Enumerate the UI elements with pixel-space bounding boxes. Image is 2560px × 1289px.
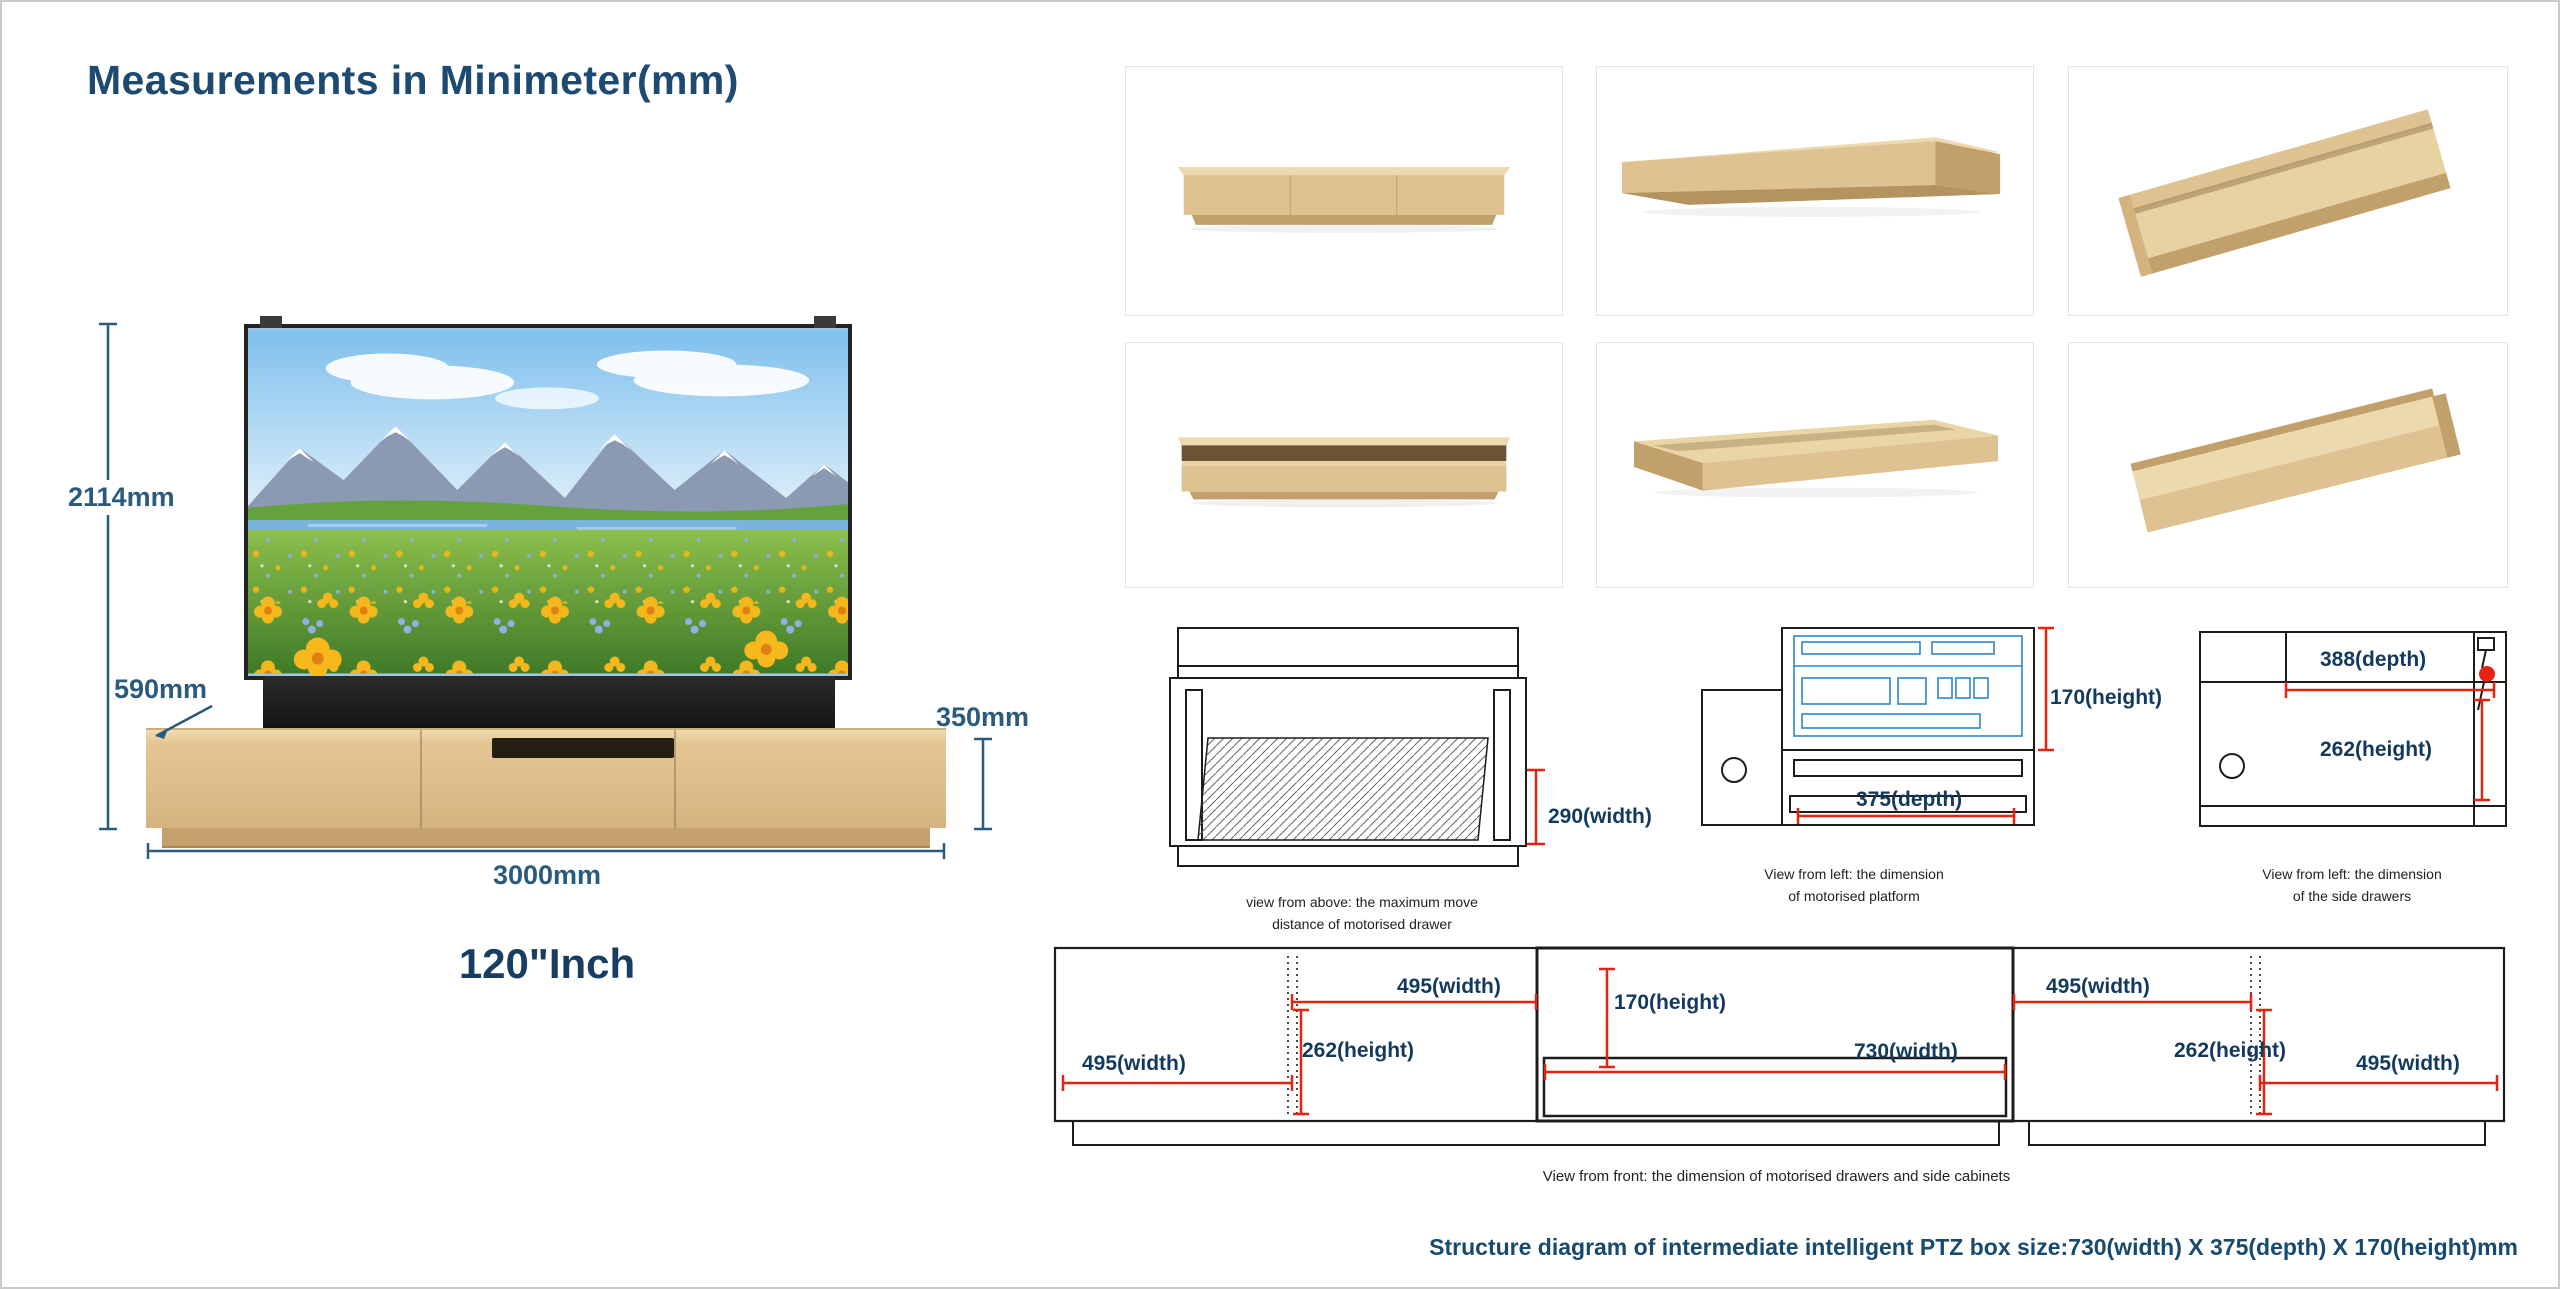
gallery-cell-4 xyxy=(1125,342,1563,588)
dim-side-drawer-height: 262(height) xyxy=(2320,738,2433,761)
drawing-platform-view xyxy=(1701,626,2054,826)
screen-bracket-left-icon xyxy=(260,316,282,328)
cabinet-rear-angled-view xyxy=(2130,388,2461,533)
cabinet-top-angled-view xyxy=(2118,109,2451,277)
gallery-cell-1 xyxy=(1125,66,1563,316)
screen-size-label: 120"Inch xyxy=(458,940,636,987)
screen-bracket-right-icon xyxy=(814,316,836,328)
projector-screen xyxy=(244,316,852,680)
drawing-front-view xyxy=(1053,946,2506,1146)
dim-base-depth: 590mm xyxy=(114,674,208,704)
cabinet-seam xyxy=(674,730,676,828)
drawing-top-view xyxy=(1169,627,1545,867)
screen-lift-slot xyxy=(492,738,674,758)
cabinet-front-view xyxy=(1177,167,1511,233)
dim-platform-depth: 375(depth) xyxy=(1856,788,1963,811)
cabinet-right-perspective xyxy=(1621,137,2001,217)
gallery-cell-2 xyxy=(1596,66,2034,316)
dim-side-drawer-depth: 388(depth) xyxy=(2320,648,2427,671)
dim-ptz-height: 170(height) xyxy=(1614,991,1727,1014)
dim-cabinet-height: 350mm xyxy=(936,702,1030,732)
dimension-lines xyxy=(99,322,992,859)
cabinet-seam xyxy=(420,730,422,828)
gallery-cell-3 xyxy=(2068,66,2508,316)
dim-left-cabinet-width: 495(width) xyxy=(1082,1052,1186,1075)
dim-ptz-width: 730(width) xyxy=(1854,1040,1958,1063)
dim-drawer-travel-width: 290(width) xyxy=(1548,805,1652,828)
gallery-cell-5 xyxy=(1596,342,2034,588)
screen-housing xyxy=(263,676,835,732)
dim-cabinet-width: 3000mm xyxy=(492,860,602,890)
landscape-image xyxy=(248,330,848,678)
dim-left-drawer-width: 495(width) xyxy=(1397,975,1501,998)
platform-view-caption: View from left: the dimension of motoris… xyxy=(1764,866,1944,904)
side-view-caption: View from left: the dimension of the sid… xyxy=(2262,866,2442,904)
front-view-caption: View from front: the dimension of motori… xyxy=(1542,1168,2011,1185)
cabinet-open-shelf-front xyxy=(1177,437,1511,508)
gallery-cell-6 xyxy=(2068,342,2508,588)
dim-right-drawer-width: 495(width) xyxy=(2046,975,2150,998)
top-view-caption: view from above: the maximum move distan… xyxy=(1246,894,1478,932)
tv-cabinet xyxy=(146,728,946,828)
structure-note: Structure diagram of intermediate intell… xyxy=(1429,1234,2518,1260)
cabinet-left-perspective xyxy=(1633,419,1998,498)
dim-right-height: 262(height) xyxy=(2174,1039,2287,1062)
drawing-side-drawers xyxy=(2199,631,2507,827)
dim-left-height: 262(height) xyxy=(1302,1039,1415,1062)
dim-right-cabinet-width: 495(width) xyxy=(2356,1052,2460,1075)
page-title: Measurements in Minimeter(mm) xyxy=(87,57,739,103)
dim-screen-height: 2114mm xyxy=(62,480,181,515)
cabinet-plinth xyxy=(162,828,930,848)
dim-platform-height: 170(height) xyxy=(2050,686,2163,709)
